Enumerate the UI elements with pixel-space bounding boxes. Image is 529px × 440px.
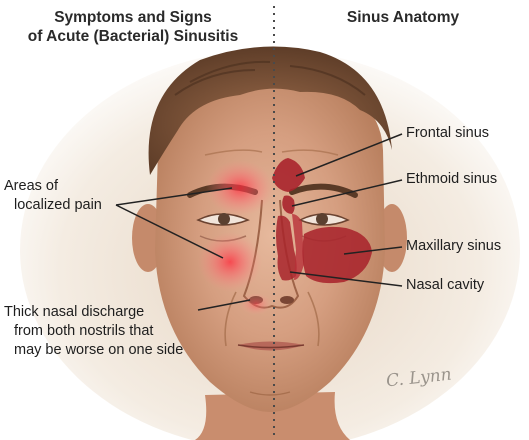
left-iris — [218, 213, 230, 225]
forehead-pain-glow — [206, 160, 274, 216]
anatomy-title: Sinus Anatomy — [300, 8, 506, 27]
pain-label: Areas of localized pain — [4, 177, 102, 215]
discharge-label: Thick nasal discharge from both nostrils… — [4, 303, 183, 360]
symptoms-title-line2: of Acute (Bacterial) Sinusitis — [2, 27, 264, 46]
frontal-sinus-label: Frontal sinus — [406, 124, 489, 143]
nasal-cavity-label: Nasal cavity — [406, 276, 484, 295]
discharge-label-line1: Thick nasal discharge — [4, 303, 183, 322]
maxillary-sinus-label: Maxillary sinus — [406, 237, 501, 256]
ethmoid-sinus-label: Ethmoid sinus — [406, 170, 497, 189]
symptoms-title: Symptoms and Signs of Acute (Bacterial) … — [2, 8, 264, 46]
cheek-pain-glow — [198, 232, 262, 292]
discharge-label-line2: from both nostrils that — [4, 322, 183, 341]
pain-label-line2: localized pain — [4, 196, 102, 215]
symptoms-title-line1: Symptoms and Signs — [2, 8, 264, 27]
right-nostril — [280, 296, 294, 304]
pain-label-line1: Areas of — [4, 177, 102, 196]
discharge-label-line3: may be worse on one side — [4, 341, 183, 360]
nostril-discharge-glow — [240, 293, 272, 315]
right-iris — [316, 213, 328, 225]
